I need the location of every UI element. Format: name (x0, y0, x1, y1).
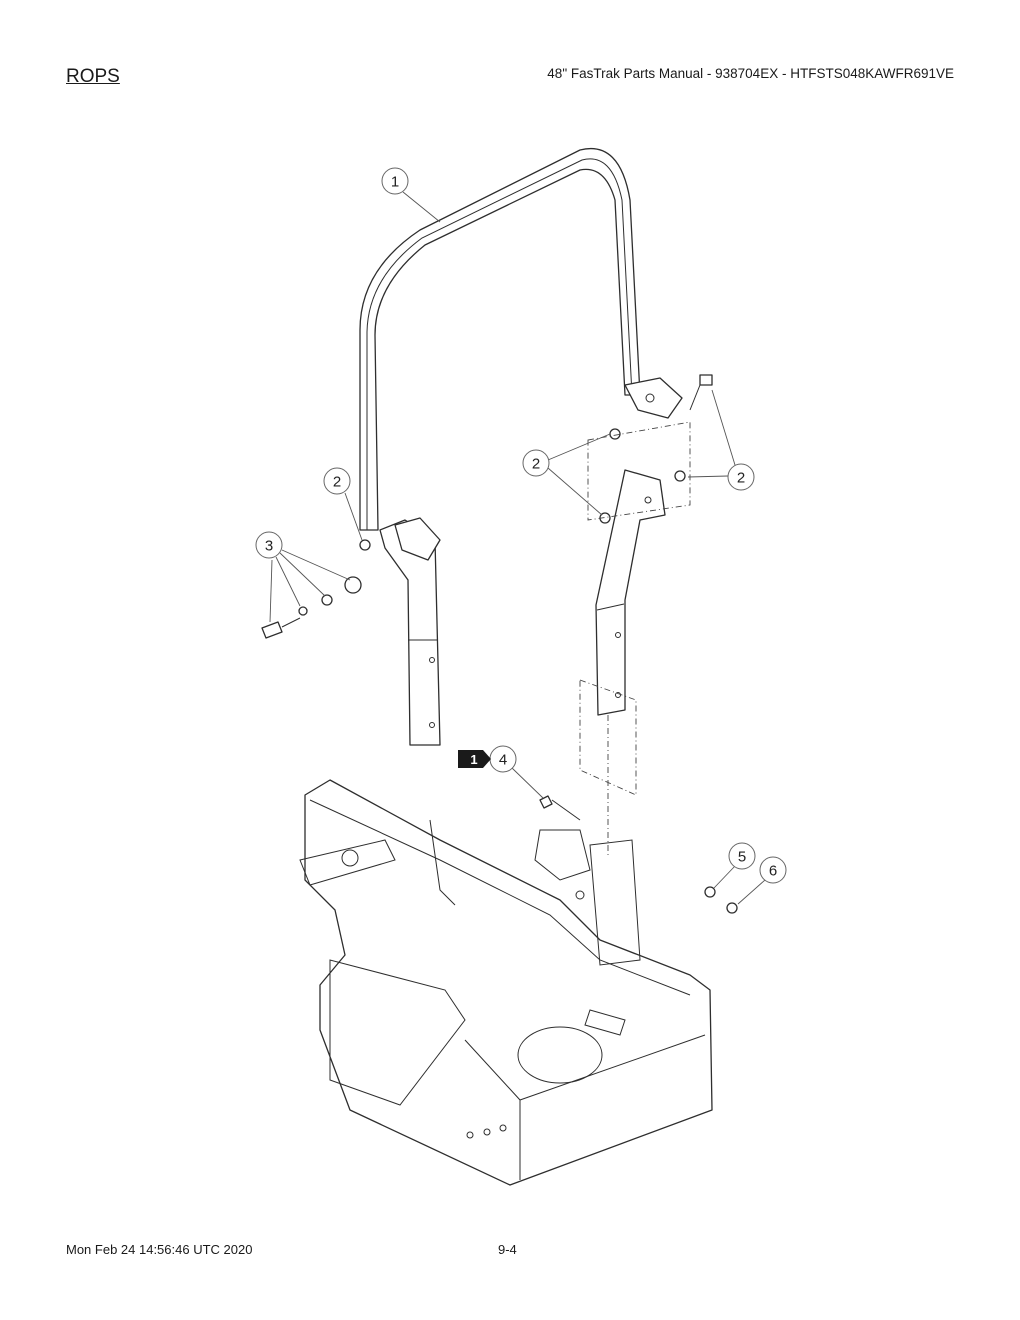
assembly-lines (579, 421, 691, 855)
mower-frame (299, 779, 713, 1186)
footer-page-number: 9-4 (498, 1242, 517, 1257)
footer-timestamp: Mon Feb 24 14:56:46 UTC 2020 (66, 1242, 253, 1257)
leader-lines (269, 191, 766, 905)
left-rops-leg (379, 517, 441, 746)
hardware (261, 374, 738, 914)
right-rops-leg (595, 469, 666, 716)
section-title: ROPS (66, 66, 120, 87)
rops-hoop (359, 148, 683, 531)
manual-title: 48" FasTrak Parts Manual - 938704EX - HT… (547, 66, 954, 81)
